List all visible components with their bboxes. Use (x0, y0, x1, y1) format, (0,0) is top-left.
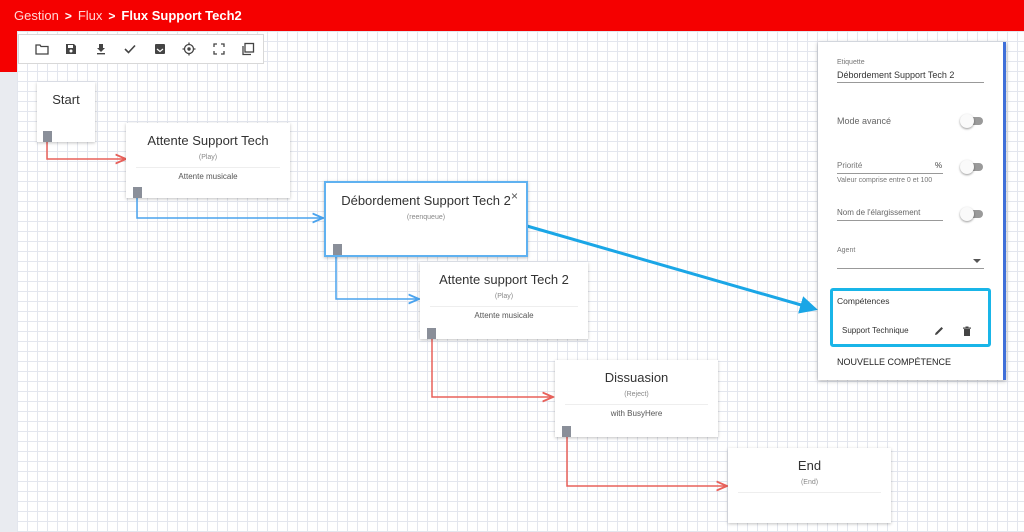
node-title: Dissuasion (604, 370, 669, 385)
agent-label: Agent (837, 247, 856, 254)
properties-panel: Etiquette Débordement Support Tech 2 Mod… (818, 42, 1006, 380)
elargissement-toggle[interactable] (960, 207, 983, 221)
highlight-box (830, 288, 991, 347)
node-start[interactable]: Start (37, 82, 95, 142)
priorite-unit: % (935, 161, 943, 170)
save-icon[interactable] (57, 35, 87, 63)
output-port[interactable] (562, 426, 571, 437)
node-end[interactable]: End (End) (728, 448, 891, 523)
link-dissuasion-end (566, 437, 727, 486)
close-icon[interactable]: × (510, 189, 518, 203)
priorite-label: Priorité (837, 161, 863, 170)
download-icon[interactable] (86, 35, 116, 63)
output-port[interactable] (427, 328, 436, 339)
node-title: Attente Support Tech (147, 133, 269, 148)
node-debordement-support-tech-2[interactable]: Débordement Support Tech 2 (reenqueue) × (324, 181, 528, 257)
node-dissuasion[interactable]: Dissuasion (Reject) with BusyHere (555, 360, 718, 437)
delete-icon[interactable] (961, 324, 973, 336)
copy-icon[interactable] (234, 35, 264, 63)
fullscreen-icon[interactable] (204, 35, 234, 63)
node-attente-support-tech[interactable]: Attente Support Tech (Play) Attente musi… (126, 123, 290, 198)
toggle-knob (960, 207, 974, 221)
node-divider (738, 492, 881, 493)
breadcrumb-separator: > (64, 8, 72, 23)
chevron-down-icon[interactable] (973, 259, 981, 263)
archive-icon[interactable] (145, 35, 175, 63)
output-port[interactable] (333, 244, 342, 255)
output-port[interactable] (43, 131, 52, 142)
competence-item: Support Technique (842, 326, 909, 335)
etiquette-input[interactable]: Débordement Support Tech 2 (837, 70, 955, 80)
toggle-knob (960, 160, 974, 174)
breadcrumb-separator: > (108, 8, 116, 23)
elargissement-label: Nom de l'élargissement (837, 208, 921, 217)
mode-avance-toggle[interactable] (960, 114, 983, 128)
node-type: (Play) (198, 154, 218, 161)
edit-icon[interactable] (933, 324, 945, 336)
node-type: (End) (800, 479, 819, 486)
breadcrumb-current: Flux Support Tech2 (121, 8, 242, 23)
link-attente1-debord (136, 198, 323, 218)
priorite-toggle[interactable] (960, 160, 983, 174)
nouvelle-competence-button[interactable]: NOUVELLE COMPÉTENCE (837, 357, 952, 367)
annotation-arrow (519, 222, 818, 314)
priorite-hint: Valeur comprise entre 0 et 100 (837, 177, 933, 184)
node-title: End (797, 458, 822, 473)
check-icon[interactable] (116, 35, 146, 63)
link-attente2-dissuasion (431, 339, 553, 397)
node-detail: with BusyHere (565, 404, 708, 418)
folder-icon[interactable] (27, 35, 57, 63)
node-type: (Reject) (624, 391, 649, 398)
node-type: (reenqueue) (406, 214, 446, 221)
etiquette-label: Etiquette (837, 59, 865, 66)
output-port[interactable] (133, 187, 142, 198)
breadcrumb-item-gestion[interactable]: Gestion (14, 8, 59, 23)
node-type: (Play) (494, 293, 514, 300)
competences-label: Compétences (837, 296, 890, 306)
node-attente-support-tech-2[interactable]: Attente support Tech 2 (Play) Attente mu… (420, 262, 588, 339)
node-detail: Attente musicale (136, 167, 280, 181)
target-icon[interactable] (175, 35, 205, 63)
flow-toolbar (18, 34, 264, 64)
node-title: Start (52, 92, 80, 107)
elargissement-input[interactable] (837, 220, 943, 221)
node-title: Attente support Tech 2 (439, 272, 569, 287)
breadcrumb-item-flux[interactable]: Flux (77, 8, 103, 23)
etiquette-underline (837, 82, 984, 83)
mode-avance-label: Mode avancé (837, 116, 892, 126)
node-detail: Attente musicale (430, 306, 578, 320)
agent-select[interactable] (837, 268, 984, 269)
priorite-input[interactable] (837, 173, 943, 174)
link-start-attente1 (46, 142, 126, 159)
breadcrumb: Gestion > Flux > Flux Support Tech2 (14, 8, 242, 23)
link-debord-attente2 (335, 257, 419, 299)
node-title: Débordement Support Tech 2 (341, 193, 511, 208)
toggle-knob (960, 114, 974, 128)
